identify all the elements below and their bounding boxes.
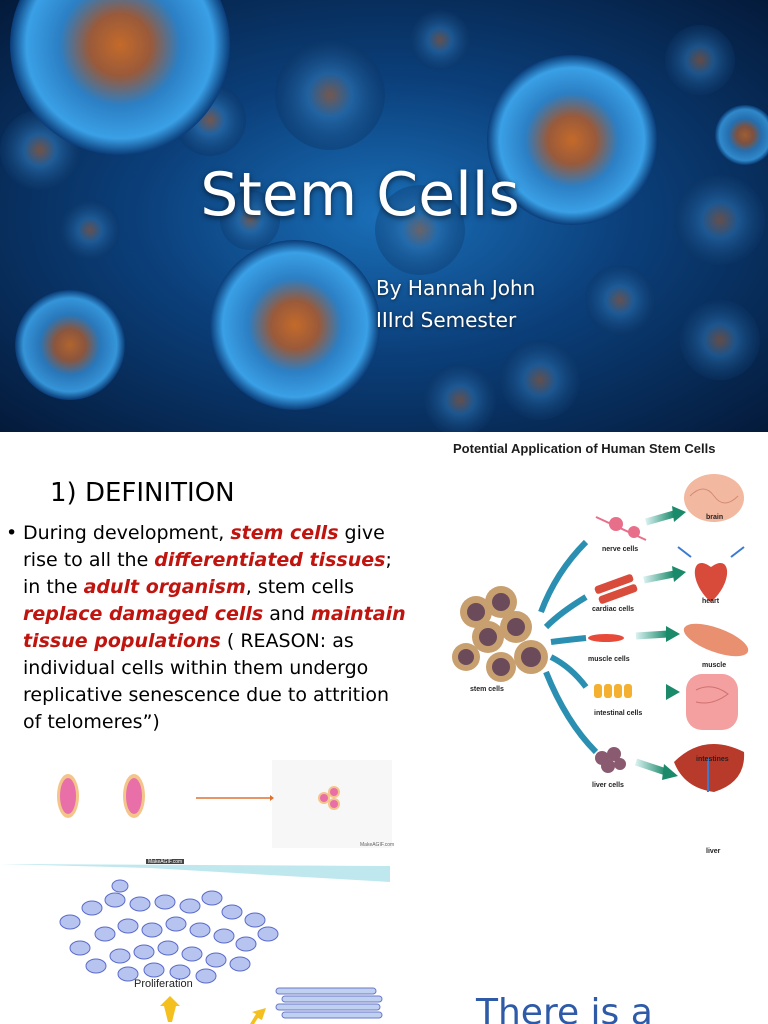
label-intestinal-cells: intestinal cells — [594, 710, 643, 717]
slide-title: Stem Cells — [200, 160, 520, 230]
highlight-term: differentiated tissues — [154, 549, 386, 571]
proliferation-illustration — [0, 864, 390, 1024]
definition-paragraph: • During development, stem cells give ri… — [6, 520, 410, 736]
text-run: and — [263, 603, 312, 625]
proliferation-slide: Proliferation There is a — [0, 864, 768, 1024]
highlight-term: maintain tissue populations — [23, 603, 406, 652]
highlight-term: replace damaged cells — [23, 603, 264, 625]
liver-icon — [674, 744, 745, 792]
stem-cell-application-diagram — [452, 474, 749, 792]
label-heart: heart — [702, 598, 720, 605]
author-block: By Hannah John IIIrd Semester — [376, 272, 535, 336]
label-muscle: muscle — [702, 662, 727, 669]
liver-cells-icon — [595, 747, 626, 773]
brain-icon — [684, 474, 744, 522]
cells-background-illustration — [0, 0, 768, 432]
label-muscle-cells: muscle cells — [588, 656, 630, 663]
proliferation-label: Proliferation — [134, 978, 193, 990]
text-run: During development, — [23, 522, 231, 544]
stem-cells-cluster — [452, 586, 548, 682]
bullet-marker: • — [6, 522, 18, 544]
slide-text-start: There is a — [476, 992, 653, 1024]
highlight-term: adult organism — [83, 576, 246, 598]
intestines-icon — [686, 674, 738, 730]
label-liver: liver — [706, 848, 721, 855]
definition-text: During development, stem cells give rise… — [23, 520, 410, 736]
gif-watermark: MakeAGIF.com — [146, 859, 185, 865]
author-semester: IIIrd Semester — [376, 308, 517, 332]
label-cardiac-cells: cardiac cells — [592, 606, 635, 613]
nerve-cells-icon — [595, 516, 647, 541]
text-run: ; in the — [23, 549, 392, 598]
cell-division-animation — [57, 760, 392, 848]
section-heading: 1) DEFINITION — [50, 478, 235, 508]
figure-title: Potential Application of Human Stem Cell… — [453, 441, 716, 456]
text-run: give rise to all the — [23, 522, 385, 571]
text-run: ( REASON: as individual cells within the… — [23, 630, 390, 733]
gif-watermark: MakeAGIF.com — [360, 842, 395, 848]
highlight-term: stem cells — [230, 522, 339, 544]
muscle-cells-icon — [588, 634, 624, 642]
definition-slide: 1) DEFINITION • During development, stem… — [0, 432, 768, 865]
cardiac-cells-icon — [594, 574, 638, 604]
muscle-icon — [683, 623, 749, 657]
label-nerve-cells: nerve cells — [602, 546, 639, 553]
heart-icon — [677, 546, 745, 602]
label-liver-cells: liver cells — [592, 782, 624, 789]
text-run: , stem cells — [245, 576, 355, 598]
title-slide: Stem Cells By Hannah John IIIrd Semester — [0, 0, 768, 432]
label-brain: brain — [706, 514, 724, 521]
intestinal-cells-icon — [594, 684, 632, 698]
label-stem-cells: stem cells — [470, 686, 504, 693]
label-intestines: intestines — [696, 756, 729, 763]
author-name: By Hannah John — [376, 276, 536, 300]
